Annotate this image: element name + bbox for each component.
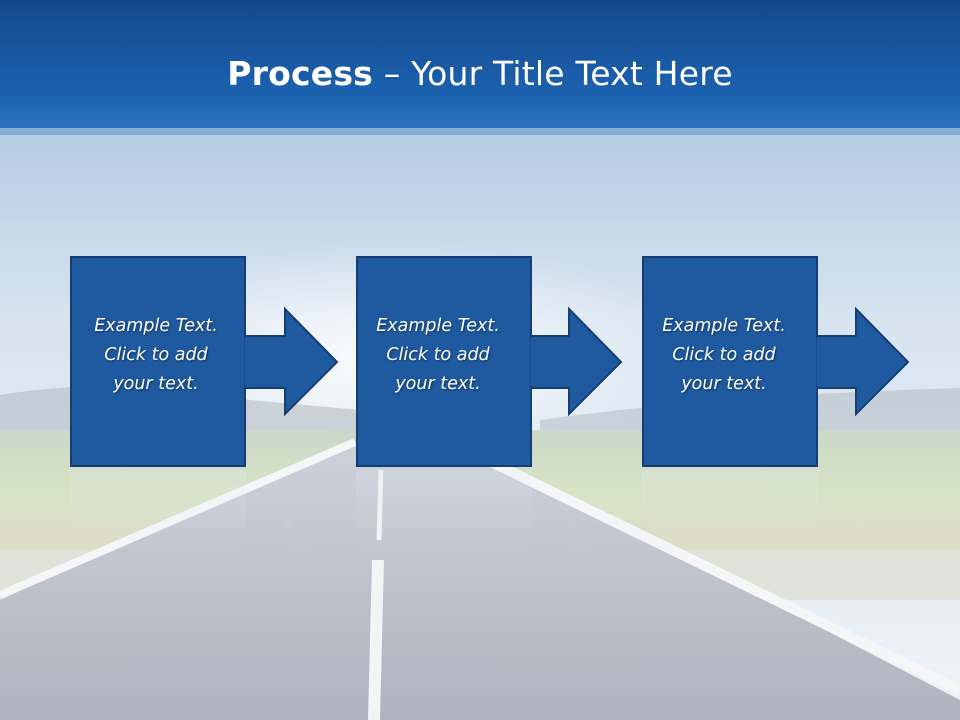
step-text-line: Example Text. (376, 316, 500, 336)
step-text-line: your text. (395, 374, 481, 394)
step-text-line: Example Text. (662, 316, 786, 336)
title-bold: Process (227, 54, 374, 93)
step-text-line: Click to add (672, 345, 776, 365)
step-box-arrow-shape (70, 256, 339, 467)
steps-reflection (70, 470, 882, 549)
step-text: Example Text. Click to add your text. (358, 312, 518, 399)
step-text-line: your text. (113, 374, 199, 394)
step-text-line: Example Text. (94, 316, 218, 336)
step-text-line: your text. (681, 374, 767, 394)
process-step-3[interactable]: Example Text. Click to add your text. (642, 256, 912, 468)
slide-title[interactable]: Process – Your Title Text Here (0, 52, 960, 96)
step-text: Example Text. Click to add your text. (76, 312, 236, 399)
step-text-line: Click to add (386, 345, 490, 365)
step-text-line: Click to add (104, 345, 208, 365)
step-box-arrow-shape (642, 256, 910, 467)
process-step-1[interactable]: Example Text. Click to add your text. (70, 256, 340, 468)
step-text: Example Text. Click to add your text. (644, 312, 804, 399)
process-step-2[interactable]: Example Text. Click to add your text. (356, 256, 626, 468)
title-rest: – Your Title Text Here (373, 54, 733, 93)
step-box-arrow-shape (356, 256, 623, 467)
